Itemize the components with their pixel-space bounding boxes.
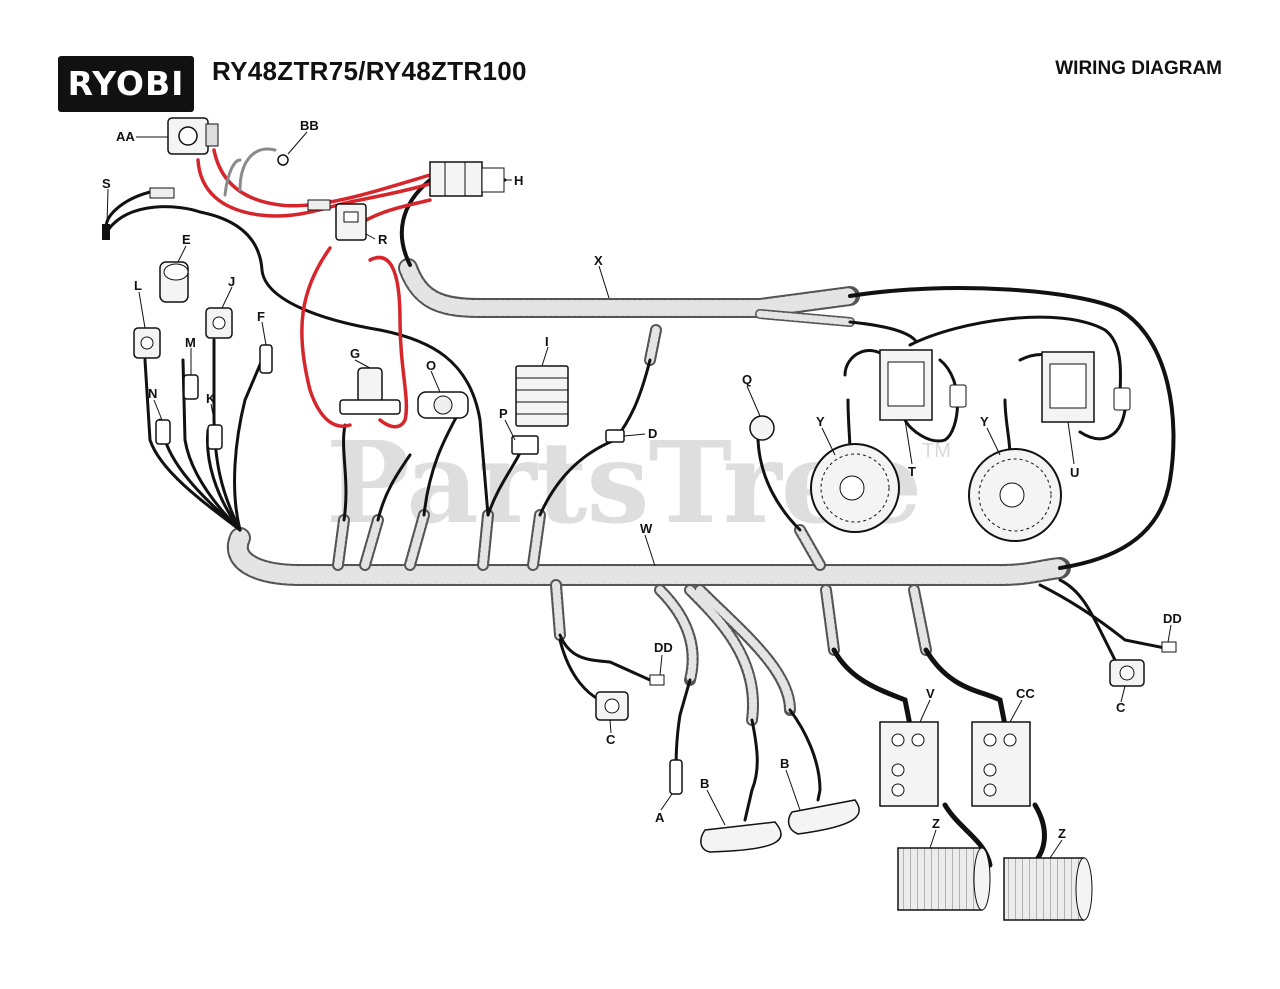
connector-d bbox=[605, 429, 625, 443]
document-type-title: WIRING DIAGRAM bbox=[1055, 58, 1222, 79]
callout-t: T bbox=[908, 464, 916, 479]
callout-u: U bbox=[1070, 465, 1079, 480]
callout-y-left: Y bbox=[816, 414, 825, 429]
callout-aa: AA bbox=[116, 129, 135, 144]
callout-w: W bbox=[640, 521, 653, 536]
callout-h: H bbox=[514, 173, 523, 188]
motor-controller-v bbox=[879, 721, 939, 807]
branch-conduits bbox=[332, 324, 932, 726]
connector-s bbox=[102, 187, 175, 240]
callout-i: I bbox=[545, 334, 549, 349]
callout-s: S bbox=[102, 176, 111, 191]
callout-n: N bbox=[148, 386, 157, 401]
headlight-b-right bbox=[787, 799, 860, 835]
callout-y-right: Y bbox=[980, 414, 989, 429]
switch-c-left bbox=[595, 691, 629, 721]
battery-connector-h bbox=[429, 161, 505, 197]
black-wires bbox=[104, 178, 1176, 868]
connector-k bbox=[207, 424, 223, 450]
callout-a: A bbox=[655, 810, 665, 825]
headlight-b-left bbox=[700, 821, 782, 853]
solenoid-g bbox=[339, 367, 401, 415]
callout-c-left: C bbox=[606, 732, 616, 747]
stator-y-right bbox=[968, 448, 1062, 542]
regulator-i bbox=[515, 365, 569, 427]
callout-p: P bbox=[499, 406, 508, 421]
callout-bb: BB bbox=[300, 118, 319, 133]
connector-f bbox=[259, 344, 273, 374]
callout-d: D bbox=[648, 426, 657, 441]
drive-motor-z-right bbox=[1003, 857, 1093, 921]
callout-e: E bbox=[182, 232, 191, 247]
model-title: RY48ZTR75/RY48ZTR100 bbox=[212, 56, 527, 86]
callout-g: G bbox=[350, 346, 360, 361]
callout-labels: AA BB S H R E L J F M N K G O I P D X Q … bbox=[102, 118, 1182, 841]
ryobi-logo: RYOBI bbox=[58, 56, 194, 112]
drive-motor-z-left bbox=[897, 847, 991, 911]
callout-q: Q bbox=[742, 372, 752, 387]
connector-aa bbox=[167, 117, 219, 155]
switch-a bbox=[669, 759, 683, 795]
main-harness-conduit-w bbox=[227, 527, 1071, 586]
relay-o bbox=[417, 391, 469, 419]
logo-text: RYOBI bbox=[67, 64, 185, 103]
watermark-trademark: TM bbox=[922, 440, 951, 462]
gray-wire-bb bbox=[223, 147, 277, 197]
switch-l bbox=[133, 327, 161, 359]
callout-m: M bbox=[185, 335, 196, 350]
callout-c-right: C bbox=[1116, 700, 1126, 715]
connector-p bbox=[511, 435, 539, 455]
callout-k: K bbox=[206, 391, 216, 406]
callout-f: F bbox=[257, 309, 265, 324]
hour-meter-e bbox=[159, 261, 189, 303]
switch-c-right bbox=[1109, 659, 1145, 687]
fuse-holder-r bbox=[307, 199, 367, 241]
motor-controller-cc bbox=[971, 721, 1031, 807]
connector-dd-left bbox=[649, 674, 665, 686]
callout-b-right: B bbox=[780, 756, 789, 771]
connector-m bbox=[183, 374, 199, 400]
callout-r: R bbox=[378, 232, 388, 247]
switch-j bbox=[205, 307, 233, 339]
sensor-q bbox=[749, 415, 775, 441]
callout-v: V bbox=[926, 686, 935, 701]
callout-leaders bbox=[106, 131, 1172, 859]
callout-dd-left: DD bbox=[654, 640, 673, 655]
callout-cc: CC bbox=[1016, 686, 1035, 701]
callout-z-right: Z bbox=[1058, 826, 1066, 841]
callout-dd-right: DD bbox=[1163, 611, 1182, 626]
callout-j: J bbox=[228, 274, 235, 289]
connector-n bbox=[155, 419, 171, 445]
terminal-bb bbox=[277, 154, 289, 166]
stator-y-left bbox=[810, 443, 900, 533]
callout-b-left: B bbox=[700, 776, 709, 791]
connector-dd-right bbox=[1161, 641, 1177, 653]
callout-z-left: Z bbox=[932, 816, 940, 831]
red-wires bbox=[196, 148, 442, 429]
controller-t bbox=[879, 349, 967, 421]
upper-harness-conduit-x bbox=[398, 258, 860, 327]
callout-o: O bbox=[426, 358, 436, 373]
controller-u bbox=[1041, 351, 1131, 423]
callout-l: L bbox=[134, 278, 142, 293]
callout-x: X bbox=[594, 253, 603, 268]
